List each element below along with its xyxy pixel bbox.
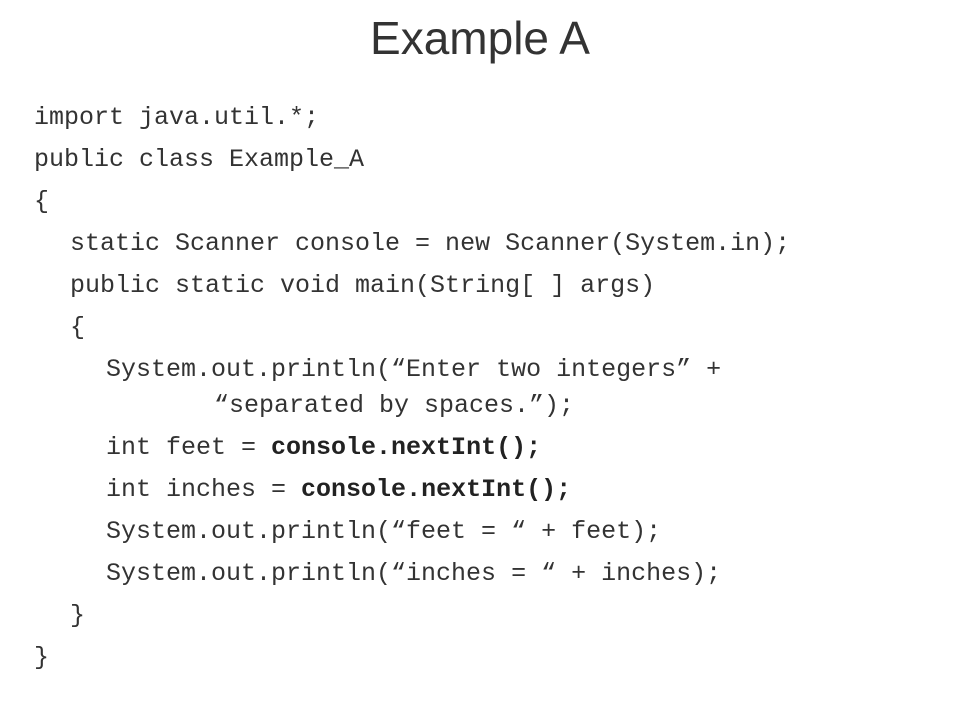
code-line-main-close-brace: } [70, 601, 86, 630]
code-line-scanner-declaration: static Scanner console = new Scanner(Sys… [70, 229, 791, 258]
code-text-bold: console.nextInt(); [271, 433, 542, 462]
code-line-read-feet: int feet = console.nextInt(); [106, 432, 541, 464]
code-text: int feet = [106, 433, 272, 462]
code-line-println-prompt-continuation: “separated by spaces.”); [214, 391, 575, 420]
code-text: int inches = [106, 475, 302, 504]
slide-title: Example A [370, 12, 590, 64]
code-line-class-close-brace: } [34, 643, 50, 672]
code-line-class-open-brace: { [34, 187, 50, 216]
code-line-read-inches: int inches = console.nextInt(); [106, 474, 571, 506]
code-line-main-signature: public static void main(String[ ] args) [70, 271, 656, 300]
code-line-print-inches: System.out.println(“inches = “ + inches)… [106, 559, 722, 588]
code-line-class-declaration: public class Example_A [34, 145, 365, 174]
code-text-bold: console.nextInt(); [301, 475, 572, 504]
code-line-main-open-brace: { [70, 313, 86, 342]
code-line-import: import java.util.*; [34, 103, 320, 132]
code-line-print-feet: System.out.println(“feet = “ + feet); [106, 517, 662, 546]
code-line-println-prompt: System.out.println(“Enter two integers” … [106, 355, 722, 384]
